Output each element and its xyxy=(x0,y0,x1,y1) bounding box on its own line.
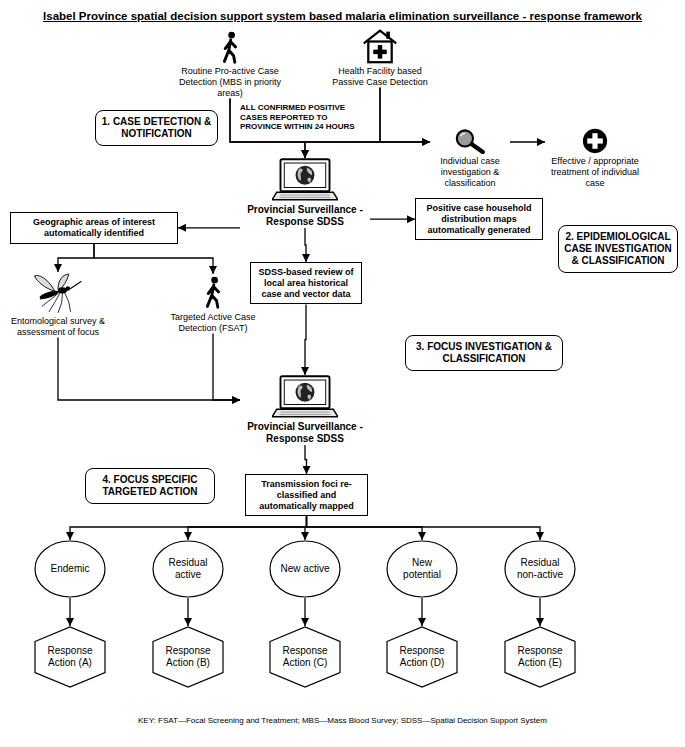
step-box: 1. CASE DETECTION & NOTIFICATION xyxy=(95,110,218,146)
notification-note: ALL CONFIRMED POSITIVE CASES REPORTED TO… xyxy=(240,103,362,132)
node-text: Residual active xyxy=(160,557,216,581)
treatment-icon-node: Effective / appropriate treatment of ind… xyxy=(545,128,645,188)
sdss-laptop-node: Provincial Surveillance - Response SDSS xyxy=(240,375,370,445)
node-text: Effective / appropriate treatment of ind… xyxy=(545,156,645,188)
node-text: Transmission foci re-classified and auto… xyxy=(251,479,362,511)
flow-arrow xyxy=(187,598,188,626)
node-text: Residual non-active xyxy=(512,557,568,581)
title-block: Isabel Province spatial decision support… xyxy=(0,6,685,24)
step-box: 4. FOCUS SPECIFIC TARGETED ACTION xyxy=(85,468,215,504)
node-text: New potential xyxy=(394,557,450,581)
flow-arrow xyxy=(307,516,541,540)
flow-arrow xyxy=(304,598,305,626)
sdss-laptop-node: Provincial Surveillance - Response SDSS xyxy=(240,158,370,228)
node-text: Endemic xyxy=(51,563,90,575)
flow-arrow xyxy=(230,98,430,142)
node-text: Response Action (E) xyxy=(512,645,568,669)
diagram-title: Isabel Province spatial decision support… xyxy=(43,10,642,22)
flow-arrow xyxy=(305,445,307,474)
magnifier-icon-node: Individual case investigation & classifi… xyxy=(430,128,510,188)
node-text: New active xyxy=(281,563,330,575)
focus-class-ellipse: Residual non-active xyxy=(504,540,576,598)
flow-arrow xyxy=(370,219,415,220)
flow-arrow xyxy=(421,598,422,626)
response-hexagon: Response Action (A) xyxy=(34,626,106,688)
flow-arrow xyxy=(510,141,545,142)
node-text: Provincial Surveillance - Response SDSS xyxy=(240,421,370,445)
node-text: Response Action (C) xyxy=(277,645,333,669)
walker-icon-node: Routine Pro-active Case Detection (MBS i… xyxy=(165,30,295,98)
response-hexagon: Response Action (C) xyxy=(269,626,341,688)
process-box: Transmission foci re-classified and auto… xyxy=(245,474,368,516)
step-box: 3. FOCUS INVESTIGATION & CLASSIFICATION xyxy=(405,335,563,371)
flow-arrow xyxy=(58,244,94,272)
focus-class-ellipse: Residual active xyxy=(152,540,224,598)
flow-arrow xyxy=(178,227,240,228)
focus-class-ellipse: Endemic xyxy=(34,540,106,598)
node-text: Response Action (B) xyxy=(160,645,216,669)
process-box: SDSS-based review of local area historic… xyxy=(250,262,362,304)
walker-icon xyxy=(218,30,242,64)
step-box: 2. EPIDEMIOLOGICAL CASE INVESTIGATION & … xyxy=(558,225,678,273)
node-text: 3. FOCUS INVESTIGATION & CLASSIFICATION xyxy=(411,341,557,365)
node-text: Response Action (A) xyxy=(42,645,98,669)
cross-icon xyxy=(582,128,608,154)
node-text: 1. CASE DETECTION & NOTIFICATION xyxy=(101,116,212,140)
node-text: 4. FOCUS SPECIFIC TARGETED ACTION xyxy=(91,474,209,498)
building-icon xyxy=(362,28,398,64)
node-text: Positive case household distribution map… xyxy=(421,203,537,235)
node-text: Routine Pro-active Case Detection (MBS i… xyxy=(165,66,295,98)
flow-arrow xyxy=(188,516,307,540)
laptop-icon xyxy=(272,375,338,419)
flow-arrow xyxy=(305,304,306,375)
flow-arrow xyxy=(94,244,213,274)
focus-class-ellipse: New potential xyxy=(386,540,458,598)
flow-arrow xyxy=(539,598,540,626)
node-text: Provincial Surveillance - Response SDSS xyxy=(240,204,370,228)
flow-arrow xyxy=(305,228,306,262)
response-hexagon: Response Action (B) xyxy=(152,626,224,688)
flow-arrow xyxy=(69,598,70,626)
node-text: 2. EPIDEMIOLOGICAL CASE INVESTIGATION & … xyxy=(564,231,672,267)
facility-icon-node: Health Facility based Passive Case Detec… xyxy=(330,28,430,88)
node-text: SDSS-based review of local area historic… xyxy=(256,267,356,299)
flow-arrow xyxy=(380,88,430,142)
node-text: Individual case investigation & classifi… xyxy=(430,156,510,188)
node-text: Geographic areas of interest automatical… xyxy=(16,217,172,239)
node-text: Entomological survey & assessment of foc… xyxy=(5,316,111,338)
mosquito-icon xyxy=(31,272,85,314)
node-text: Health Facility based Passive Case Detec… xyxy=(330,66,430,88)
node-text: Targeted Active Case Detection (FSAT) xyxy=(165,312,261,334)
walker-icon xyxy=(201,274,225,310)
flow-arrow xyxy=(70,516,307,540)
response-hexagon: Response Action (E) xyxy=(504,626,576,688)
magnifier-icon xyxy=(453,128,487,154)
laptop-icon xyxy=(272,158,338,202)
response-hexagon: Response Action (D) xyxy=(386,626,458,688)
focus-class-ellipse: New active xyxy=(269,540,341,598)
mosquito-icon-node: Entomological survey & assessment of foc… xyxy=(5,272,111,338)
flow-arrow xyxy=(213,334,240,400)
key-note: KEY: FSAT—Focal Screening and Treatment;… xyxy=(0,716,685,726)
process-box: Geographic areas of interest automatical… xyxy=(10,212,178,244)
node-text: Response Action (D) xyxy=(394,645,450,669)
process-box: Positive case household distribution map… xyxy=(415,198,543,240)
flow-arrow xyxy=(307,516,423,540)
walker-icon-node: Targeted Active Case Detection (FSAT) xyxy=(165,274,261,334)
